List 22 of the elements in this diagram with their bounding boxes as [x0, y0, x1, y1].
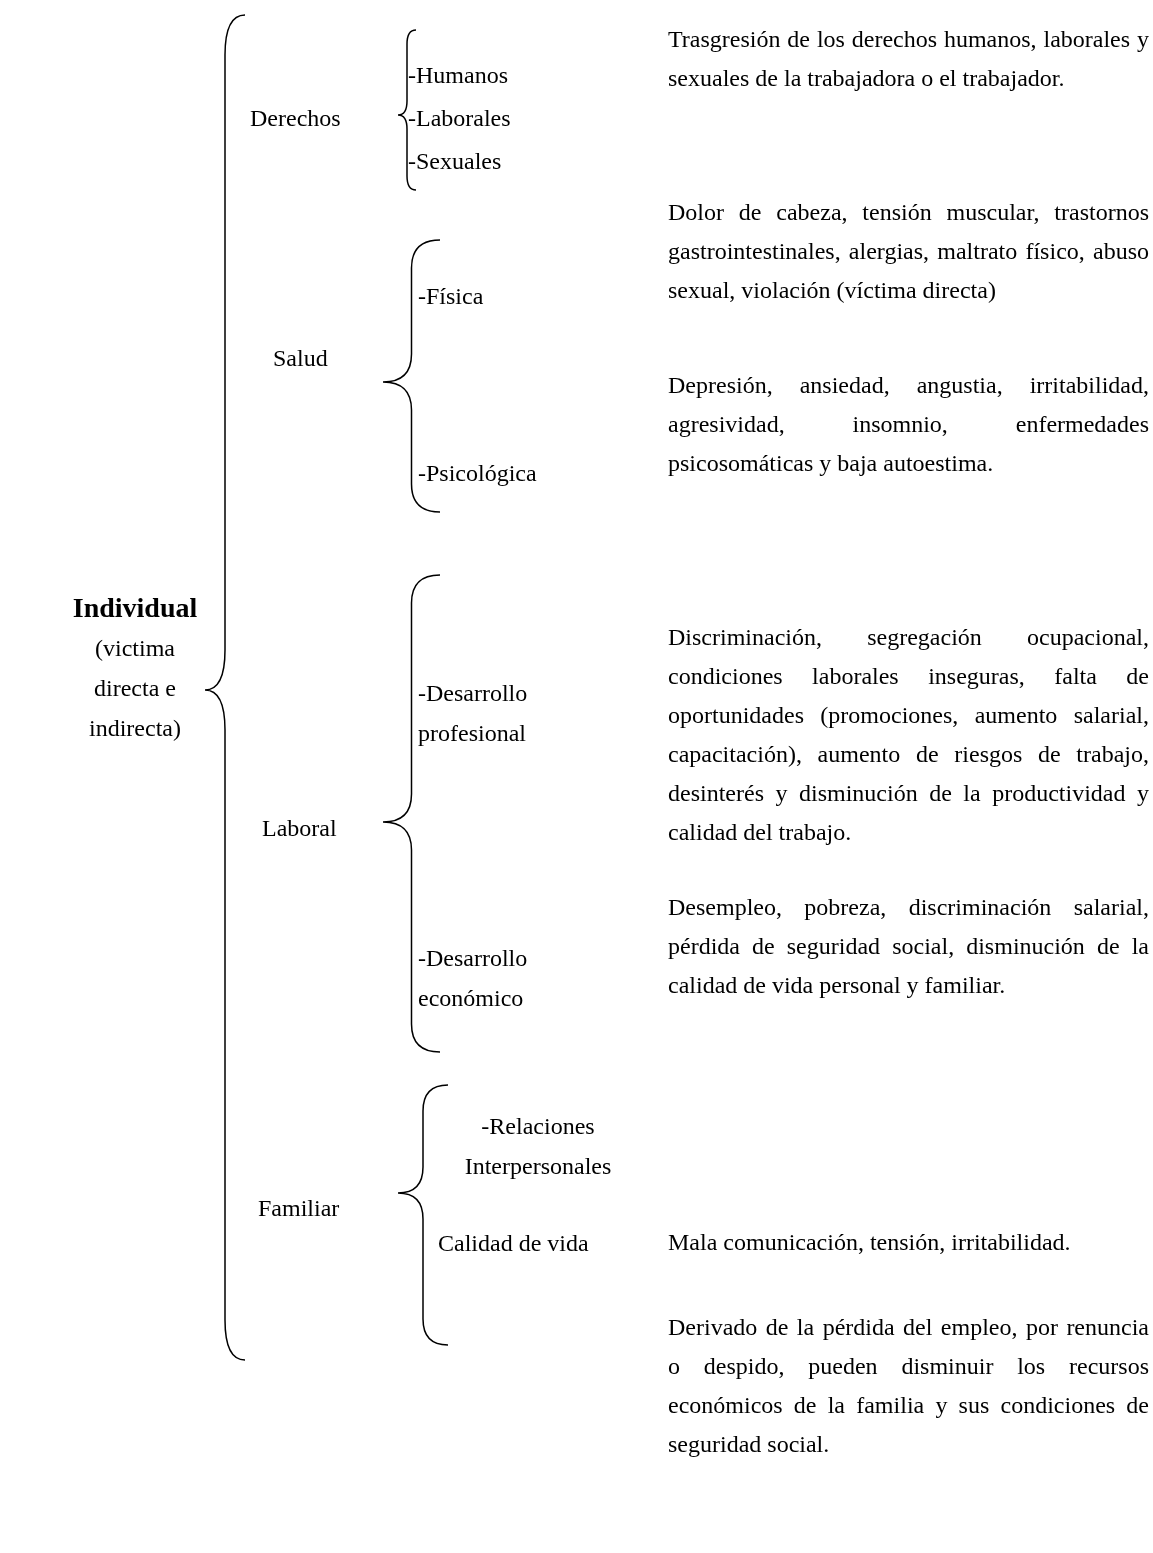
- description-text: Dolor de cabeza, tensión muscular, trastornos gastrointestinales, alergias, maltrato físico, abuso sexual, violación (víctima directa): [668, 198, 1149, 305]
- description-text: Discriminación, segregación ocupacional, condiciones laborales inseguras, falta de oportunidades (promociones, aumento salarial, capacitación), aumento de riesgos de trabajo, desinterés y disminución de la productividad y calidad del trabajo.: [668, 623, 1149, 847]
- subcategory-label: -Humanos: [408, 61, 508, 90]
- subheading: (victima directa e indirecta): [88, 634, 182, 743]
- heading: Individual: [71, 591, 199, 625]
- description-text: Depresión, ansiedad, angustia, irritabilidad, agresividad, insomnio, enfermedades psicosomáticas y baja autoestima.: [668, 371, 1149, 478]
- subcategory-label: Calidad de vida: [438, 1229, 589, 1258]
- description-text: Derivado de la pérdida del empleo, por renuncia o despido, pueden disminuir los recursos económicos de la familia y sus condiciones de seguridad social.: [668, 1313, 1149, 1459]
- category-label: Familiar: [258, 1194, 340, 1223]
- subcategory-label: -Desarrollo económico: [418, 944, 529, 1013]
- subcategory-label: -Física: [418, 282, 484, 311]
- category-label: Laboral: [262, 814, 337, 843]
- category-label: Salud: [273, 344, 328, 373]
- category-label: Derechos: [250, 104, 341, 133]
- subcategory-label: -Laborales: [408, 104, 511, 133]
- subcategory-label: -Desarrollo profesional: [418, 679, 529, 748]
- description-text: Desempleo, pobreza, discriminación salarial, pérdida de seguridad social, disminución de la calidad de vida personal y familiar.: [668, 893, 1149, 1000]
- description-text: Trasgresión de los derechos humanos, laborales y sexuales de la trabajadora o el trabajador.: [668, 25, 1149, 93]
- subcategory-label: -Psicológica: [418, 459, 537, 488]
- subcategory-label: -Relaciones Interpersonales: [463, 1112, 613, 1181]
- subcategory-label: -Sexuales: [408, 147, 502, 176]
- description-text: Mala comunicación, tensión, irritabilidad.: [668, 1228, 1072, 1257]
